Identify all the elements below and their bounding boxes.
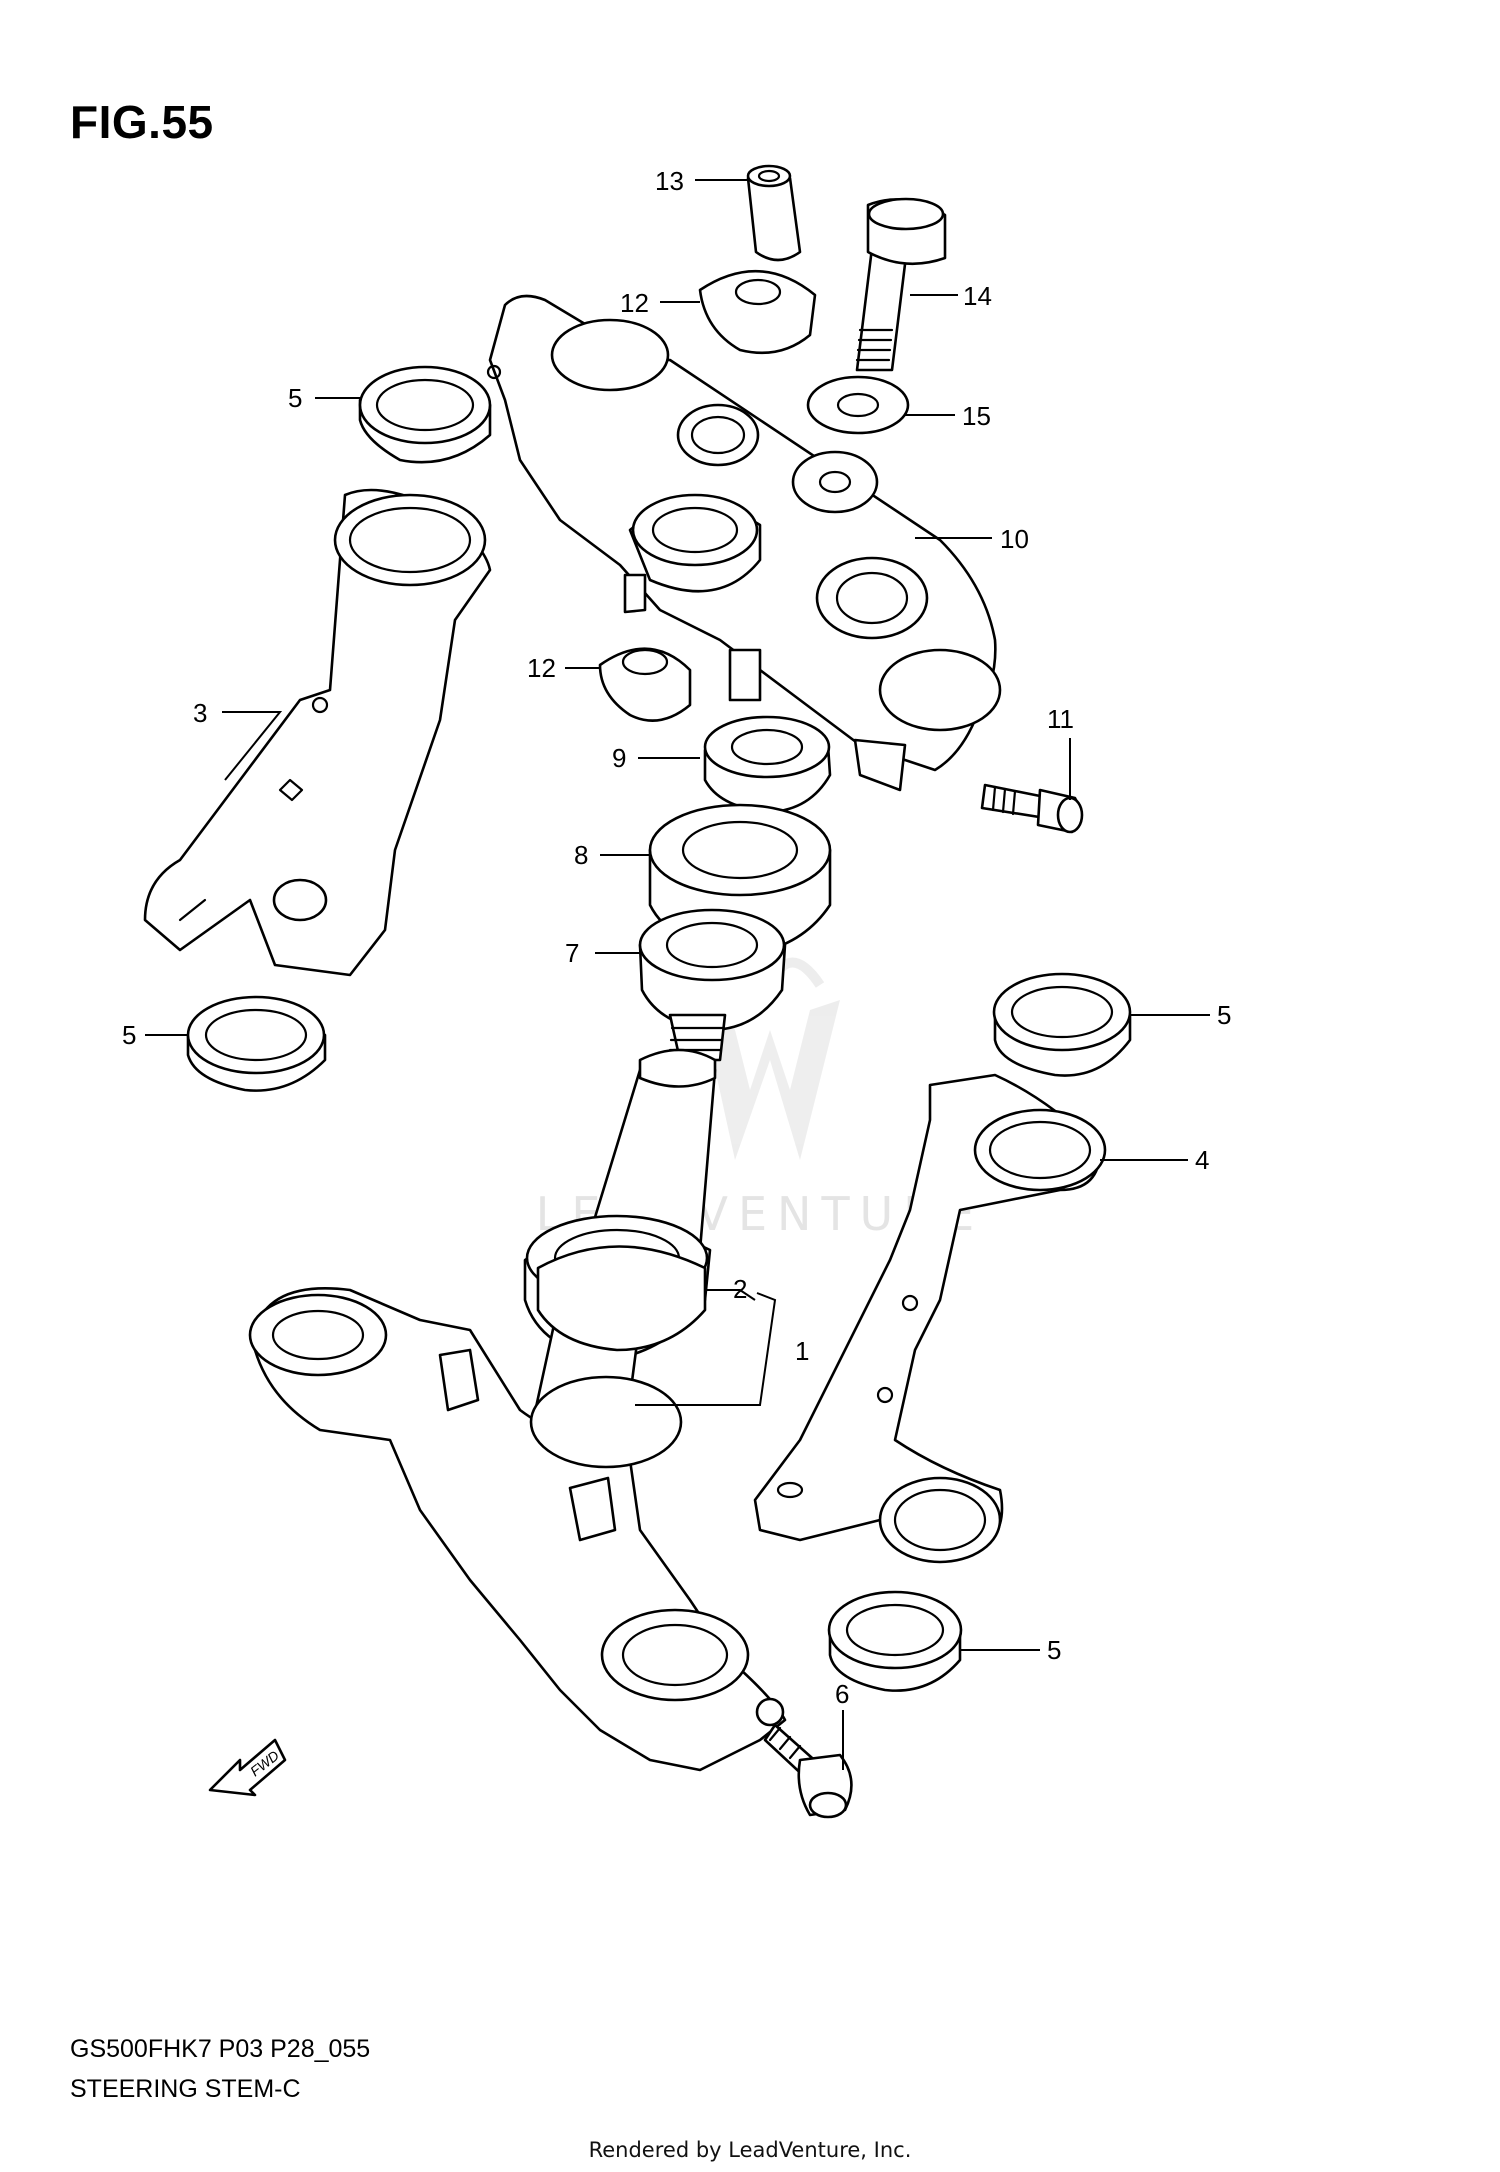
callout-4: 4 [1195,1145,1209,1175]
part-14-bolt [855,197,947,372]
part-7-bearing [638,908,787,1032]
part-13-spacer [746,164,802,262]
part-11-bolt [980,783,1084,834]
callout-5-d: 5 [1047,1635,1061,1665]
callout-6: 6 [835,1679,849,1709]
part-15-washer [806,375,910,435]
callout-14: 14 [963,281,992,311]
footer-credit: Rendered by LeadVenture, Inc. [588,2138,912,2162]
figure-title: FIG.55 [70,96,214,148]
part-3-bracket-left [143,488,492,977]
part-6-bolt [763,1723,853,1819]
callout-5-a: 5 [288,383,302,413]
part-1-steering-stem [248,1013,787,1772]
part-5-grommet-b [186,995,327,1092]
fwd-arrow-icon: FWD [208,1738,287,1797]
part-5-grommet-d [827,1590,963,1692]
callout-10: 10 [1000,524,1029,554]
callout-12-lower: 12 [527,653,556,683]
callout-1: 1 [795,1336,809,1366]
callout-9: 9 [612,743,626,773]
leader-lines [145,179,1210,1770]
callout-12-upper: 12 [620,288,649,318]
part-5-grommet-a [358,365,492,464]
part-9-steering-nut [703,715,832,814]
part-12-grommet-upper [698,269,817,355]
callout-5-c: 5 [1217,1000,1231,1030]
part-10-upper-bracket [486,294,1002,792]
callout-5-b: 5 [122,1020,136,1050]
part-5-grommet-c [992,972,1132,1077]
callout-11: 11 [1047,704,1074,734]
callout-2: 2 [733,1274,747,1304]
callout-7: 7 [565,938,579,968]
callout-3: 3 [193,698,207,728]
callout-15: 15 [962,401,991,431]
part-12-grommet-lower [598,647,692,722]
part-2-bearing [536,1245,707,1352]
callout-labels: 13 12 14 5 15 10 12 3 9 11 8 7 5 5 4 2 1… [122,166,1231,1709]
diagram-title: STEERING STEM-C [70,2075,301,2103]
part-4-bracket-right [753,1073,1107,1564]
callout-13: 13 [655,166,684,196]
model-code: GS500FHK7 P03 P28_055 [70,2035,371,2063]
callout-8: 8 [574,840,588,870]
